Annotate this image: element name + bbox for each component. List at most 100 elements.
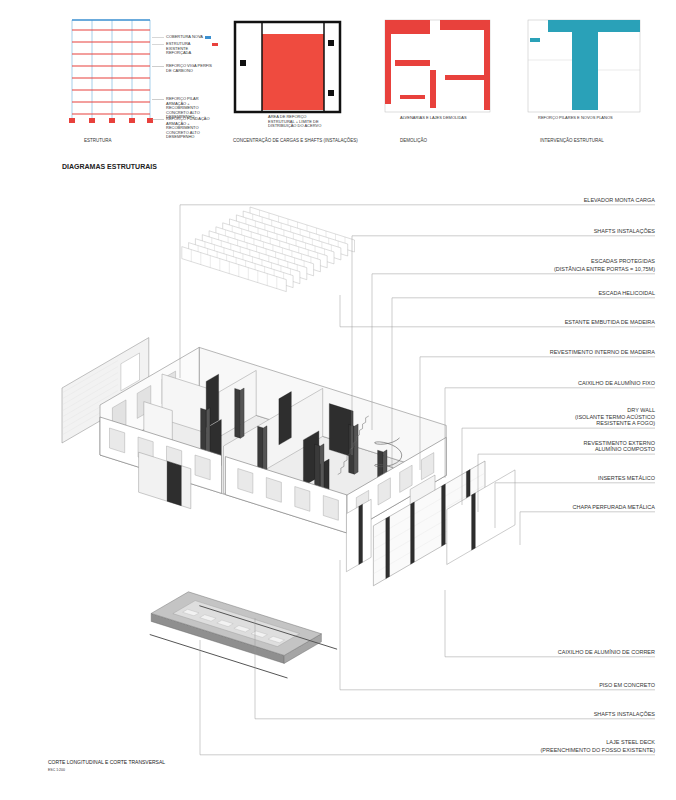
reinforcement-area — [262, 34, 324, 110]
leader-line — [462, 428, 655, 505]
column-reinforcement — [530, 38, 540, 42]
window-opening — [323, 496, 338, 521]
plan-wall — [323, 22, 325, 112]
new-roof — [72, 19, 150, 21]
reinforced-beam — [72, 65, 150, 66]
demolished-wall — [400, 95, 425, 99]
column-line — [92, 20, 93, 120]
structure-note: REFORÇO VIGA PERFIS DE CARBONO — [166, 64, 212, 73]
exploded-panel-small — [139, 452, 191, 509]
demolished-wall — [385, 20, 430, 34]
leader-line — [152, 66, 164, 67]
reinforced-beam — [72, 101, 150, 102]
dark-panel — [279, 392, 291, 445]
dry-wall-layer — [346, 499, 371, 571]
shelf-divider — [276, 277, 277, 289]
window-opening — [238, 469, 253, 494]
callout-note: (PREENCHIMENTO DO FOSSO EXISTENTE) — [541, 747, 656, 753]
leader-line — [152, 37, 164, 38]
slab-inset — [173, 601, 300, 647]
main-building — [100, 347, 446, 533]
demolished-wall — [484, 30, 490, 110]
diagram-caption: CONCENTRAÇÃO DE CARGAS E SHAFTS (INSTALA… — [233, 138, 358, 143]
leader-lines — [152, 67, 655, 755]
new-plane — [572, 20, 598, 110]
page-title: DIAGRAMAS ESTRUTURAIS — [62, 163, 157, 171]
area-note: ALVENARIAS E LAJES DEMOLIDAS — [400, 116, 467, 121]
straight-stair — [338, 416, 369, 475]
dark-panel — [167, 461, 181, 506]
drawing-caption: CORTE LONGITUDINAL E CORTE TRANSVERSAL — [48, 760, 165, 766]
leader-line — [340, 560, 655, 690]
diagram-caption: INTERVENÇÃO ESTRUTURAL — [540, 138, 604, 143]
window-opening — [110, 428, 125, 453]
shelf-divider — [248, 268, 249, 280]
column — [235, 388, 241, 438]
intervention-plan — [528, 20, 640, 112]
leader-line — [445, 388, 655, 478]
slab-opening — [217, 620, 233, 627]
leader-line — [495, 483, 655, 528]
leader-line — [152, 44, 164, 45]
shelf-divider — [219, 259, 220, 271]
leader-line — [352, 236, 655, 455]
leader-line — [152, 99, 164, 100]
exploded-wall — [139, 452, 191, 509]
leader-line — [152, 119, 164, 120]
reinforced-beam — [72, 113, 150, 114]
column — [354, 424, 358, 474]
reinforced-beam — [72, 29, 150, 30]
slab-opening — [234, 626, 250, 633]
window-opening — [266, 478, 281, 503]
callout-label: PISO EM CONCRETO — [599, 682, 655, 688]
window-opening — [295, 487, 310, 512]
leader-line — [372, 274, 655, 430]
plan-wall — [528, 60, 572, 61]
slab-opening — [251, 631, 267, 638]
leader-line — [200, 640, 655, 755]
callout-label: ESCADAS PROTEGIDAS — [591, 258, 655, 264]
reinforced-beam — [72, 89, 150, 90]
leader-line — [392, 298, 655, 468]
legend-text: COBERTURA NOVA — [166, 35, 203, 40]
shelf-divider — [229, 262, 230, 274]
leader-line — [445, 590, 655, 657]
demolished-wall — [445, 75, 485, 80]
foundation-block — [89, 118, 95, 123]
column-line — [112, 20, 113, 120]
callout-label: REVESTIMENTO EXTERNO ALUMÍNIO COMPOSTO — [570, 440, 655, 453]
diagram-caption: ESTRUTURA — [84, 138, 112, 143]
plan-wall — [598, 70, 640, 71]
structure-note: REFORÇO FUNDAÇÃO ARMAÇÃO + RECOBRIMENTO … — [166, 117, 216, 140]
shaft-mark — [328, 40, 334, 46]
steel-beam — [199, 606, 337, 650]
window-opening — [378, 478, 390, 505]
area-note: ÁREA DE REFORÇO ESTRUTURAL + LIMITE DE D… — [268, 115, 330, 129]
slab-opening — [183, 609, 199, 616]
plan-wall — [261, 22, 263, 112]
shelf-divider — [191, 250, 192, 262]
plan-outline — [385, 20, 490, 112]
legend-swatch — [205, 36, 211, 39]
legend-swatch — [212, 43, 218, 46]
leader-line — [420, 357, 655, 470]
demolished-wall — [385, 34, 391, 104]
window-opening — [421, 453, 433, 480]
column-line — [72, 20, 73, 120]
legend-item: ESTRUTURA EXISTENTE REFORÇADA — [166, 42, 218, 56]
metal-insert — [386, 516, 390, 578]
callout-label: REVESTIMENTO INTERNO DE MADEIRA — [550, 349, 655, 355]
callout-label: INSERTES METÁLICO — [598, 475, 655, 481]
legend-text: ESTRUTURA EXISTENTE REFORÇADA — [166, 42, 210, 56]
reinforced-beam — [72, 77, 150, 78]
leader-line — [180, 205, 655, 378]
brick-course — [62, 361, 118, 393]
callout-label: ESCADA HELICOIDAL — [598, 290, 655, 296]
callout-label: SHAFTS INSTALAÇÕES — [594, 711, 655, 717]
shaft-mark — [328, 90, 334, 96]
shelf-divider — [200, 253, 201, 265]
area-note: REFORÇO PILARES E NOVOS PLANOS — [538, 116, 613, 121]
scale-note: ESC 1:200 — [48, 768, 65, 772]
demolished-wall — [395, 60, 430, 66]
